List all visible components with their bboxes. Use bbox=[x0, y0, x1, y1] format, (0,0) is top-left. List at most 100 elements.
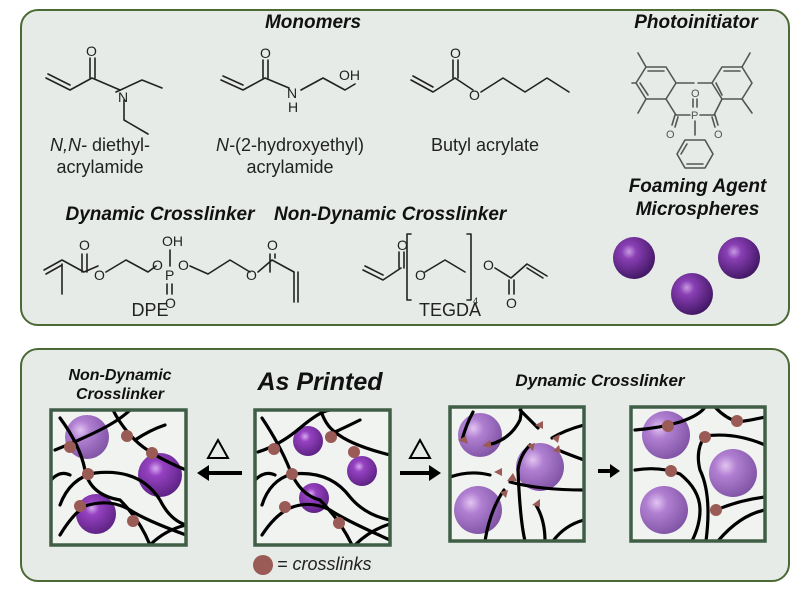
atom-label: O bbox=[178, 257, 189, 273]
atom-label: 4 bbox=[473, 296, 478, 306]
atom-label: P bbox=[165, 267, 174, 283]
microspheres-illustration bbox=[613, 237, 760, 315]
atom-label: N bbox=[118, 89, 128, 105]
deaa-label-line1: N,N- diethyl- bbox=[30, 135, 170, 155]
atom-label: O bbox=[415, 267, 426, 283]
box-frame bbox=[253, 408, 392, 547]
deaa-label-line2: acrylamide bbox=[56, 157, 144, 177]
dynamic-reformed-network-box bbox=[631, 407, 765, 541]
atom-label: OH bbox=[339, 67, 360, 83]
atom-label: O bbox=[666, 129, 675, 141]
broken-crosslink bbox=[482, 440, 492, 448]
broken-crosslink bbox=[535, 421, 543, 429]
broken-crosslink bbox=[494, 468, 502, 476]
components-panel bbox=[20, 9, 790, 326]
crosslink bbox=[74, 500, 86, 512]
as-printed-network-box bbox=[255, 410, 390, 545]
tegda-structure: O O 4 O O bbox=[362, 233, 548, 311]
crosslink bbox=[286, 468, 298, 480]
foaming-agent-heading-line1: Foaming Agent bbox=[628, 176, 767, 197]
atom-label: O bbox=[246, 267, 257, 283]
crosslink bbox=[325, 431, 337, 443]
broken-crosslink bbox=[552, 434, 560, 443]
broken-crosslink bbox=[527, 443, 535, 451]
microsphere bbox=[613, 237, 655, 279]
crosslink bbox=[333, 517, 345, 529]
atom-label: O bbox=[79, 237, 90, 253]
photoinitiator-structure: O P O O bbox=[631, 52, 753, 169]
atom-label: O bbox=[94, 267, 105, 283]
atom-label: P bbox=[691, 110, 698, 122]
microsphere bbox=[642, 411, 690, 459]
deaa-structure: O N bbox=[45, 43, 163, 135]
atom-label: O bbox=[714, 129, 723, 141]
atom-label: O bbox=[86, 43, 97, 59]
crosslink bbox=[731, 415, 743, 427]
box-frame bbox=[629, 405, 767, 543]
atom-label: O bbox=[506, 295, 517, 311]
crosslink bbox=[146, 447, 158, 459]
microsphere bbox=[138, 453, 182, 497]
hea-label-rest: (2-hydroxyethyl) bbox=[234, 135, 365, 155]
hea-label-line2: acrylamide bbox=[246, 157, 334, 177]
crosslink bbox=[348, 446, 360, 458]
crosslink bbox=[121, 430, 133, 442]
photoinitiator-heading: Photoinitiator bbox=[634, 12, 758, 33]
tegda-label: TEGDA bbox=[418, 300, 481, 320]
arrow-right-icon bbox=[400, 465, 441, 481]
broken-crosslink bbox=[507, 473, 517, 481]
crosslink bbox=[279, 501, 291, 513]
heat-triangle-right bbox=[408, 437, 432, 459]
deaa-label-rest: diethyl- bbox=[86, 135, 151, 155]
heat-triangle-left bbox=[206, 437, 230, 459]
dynamic-crosslinker-heading: Dynamic Crosslinker bbox=[65, 204, 255, 225]
deaa-label-italic: N,N- bbox=[49, 135, 87, 155]
atom-label: O bbox=[152, 257, 163, 273]
broken-crosslink bbox=[458, 436, 468, 444]
atom-label: O bbox=[260, 45, 271, 61]
hea-structure: O N H OH bbox=[220, 45, 360, 115]
as-printed-heading: As Printed bbox=[257, 368, 383, 396]
microsphere bbox=[516, 443, 564, 491]
hea-label-italic: N- bbox=[215, 135, 235, 155]
foaming-agent-heading-line2: Microspheres bbox=[635, 199, 760, 220]
non-dynamic-heading-line1: Non-Dynamic bbox=[68, 367, 172, 384]
crosslink-legend-dot bbox=[253, 555, 273, 575]
atom-label: O bbox=[469, 87, 480, 103]
non-dynamic-heading-line2: Crosslinker bbox=[75, 386, 165, 403]
broken-crosslink bbox=[500, 490, 508, 498]
dpe-structure: O O O P OH O O O O bbox=[43, 233, 299, 311]
box-frame bbox=[49, 408, 188, 547]
dynamic-broken-network-box bbox=[450, 407, 584, 541]
atom-label: O bbox=[267, 237, 278, 253]
atom-label: OH bbox=[162, 233, 183, 249]
microsphere bbox=[718, 237, 760, 279]
crosslink bbox=[699, 431, 711, 443]
crosslink bbox=[662, 420, 674, 432]
crosslink bbox=[710, 504, 722, 516]
microsphere bbox=[671, 273, 713, 315]
arrow-small-right-icon bbox=[598, 464, 620, 478]
monomers-heading: Monomers bbox=[264, 12, 362, 33]
crosslink bbox=[127, 515, 139, 527]
broken-crosslink bbox=[553, 445, 561, 453]
crosslink bbox=[665, 465, 677, 477]
atom-label: H bbox=[288, 99, 298, 115]
crosslink bbox=[82, 468, 94, 480]
dynamic-crosslinker-bottom-heading: Dynamic Crosslinker bbox=[515, 371, 685, 390]
microsphere bbox=[76, 494, 116, 534]
atom-label: O bbox=[165, 295, 176, 311]
atom-label: O bbox=[483, 257, 494, 273]
dpe-label: DPE bbox=[131, 300, 169, 320]
box-frame bbox=[448, 405, 586, 543]
butyl-acrylate-label: Butyl acrylate bbox=[430, 135, 540, 155]
crosslink bbox=[64, 441, 76, 453]
microsphere bbox=[293, 426, 323, 456]
atom-label: O bbox=[397, 237, 408, 253]
atom-label: N bbox=[287, 85, 297, 101]
microsphere bbox=[709, 449, 757, 497]
crosslink bbox=[268, 443, 280, 455]
crosslink-legend-label: = crosslinks bbox=[277, 554, 372, 574]
non-dynamic-crosslinker-heading: Non-Dynamic Crosslinker bbox=[274, 204, 507, 225]
